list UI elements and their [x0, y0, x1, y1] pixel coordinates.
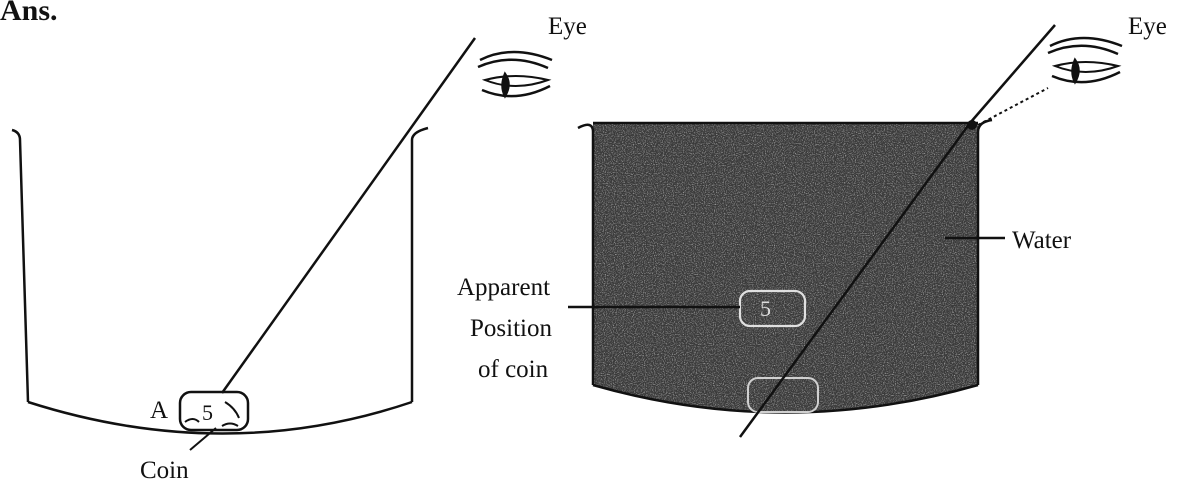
- answer-heading: Ans.: [0, 0, 58, 27]
- left-eye-icon: [478, 52, 552, 96]
- apparent-label-line3: of coin: [478, 356, 549, 383]
- water-label: Water: [1012, 227, 1072, 254]
- left-coin: 5: [180, 392, 248, 430]
- right-vessel-left-wall: [578, 125, 593, 385]
- apparent-label-line2: Position: [470, 315, 552, 342]
- coin-leader-line: [190, 428, 216, 450]
- apparent-label-line1: Apparent: [457, 274, 550, 301]
- point-a-label: A: [150, 397, 168, 424]
- right-vessel-right-wall: [978, 120, 992, 385]
- right-eye-label: Eye: [1128, 13, 1167, 40]
- right-eye-icon: [1048, 38, 1122, 82]
- apparent-coin-mark: 5: [760, 296, 771, 321]
- left-light-ray: [222, 38, 475, 393]
- emergent-ray: [970, 25, 1055, 123]
- left-coin-mark: 5: [202, 400, 213, 425]
- left-vessel-empty: [12, 128, 428, 434]
- left-vessel-left-wall: [12, 130, 28, 402]
- water-body: [590, 120, 982, 445]
- coin-label: Coin: [140, 457, 189, 484]
- left-vessel-right-wall: [412, 128, 428, 402]
- left-eye-label: Eye: [548, 13, 587, 40]
